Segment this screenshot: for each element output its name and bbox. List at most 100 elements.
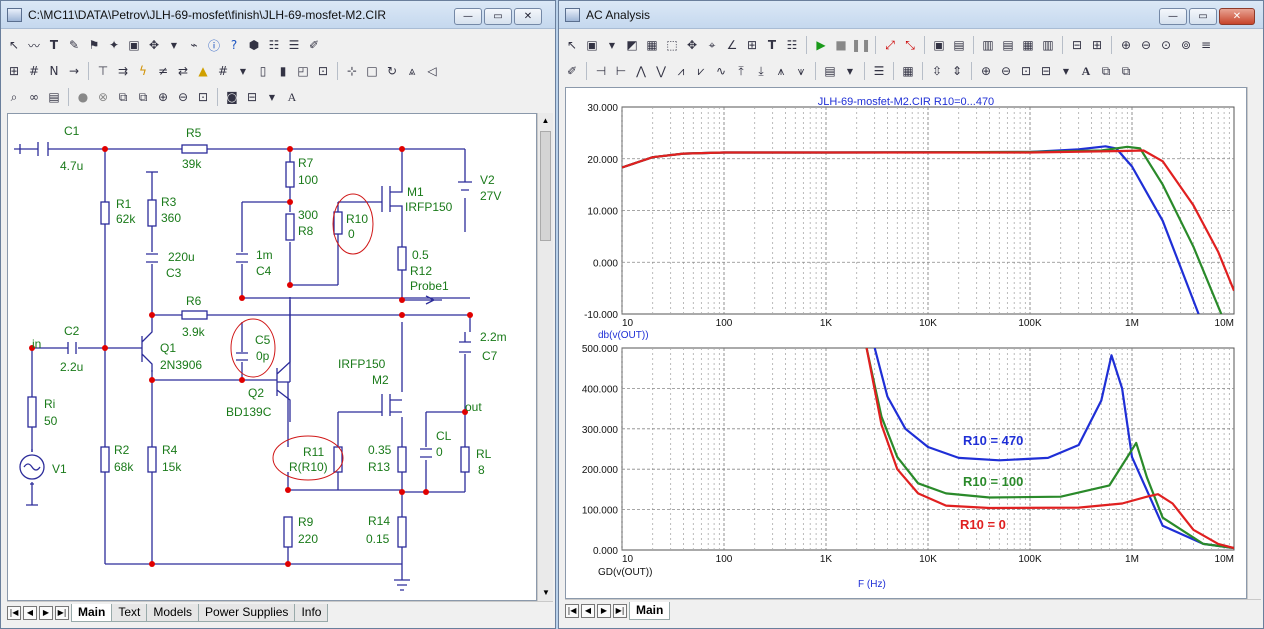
wand-icon[interactable]: ✦ [108,38,120,52]
binoculars-icon[interactable]: ∞ [29,90,39,104]
page-icon[interactable]: ▯ [259,64,267,78]
run-icon[interactable]: ▶ [816,38,826,52]
next-page-icon[interactable]: ▶ [39,605,53,620]
cursor-icon[interactable]: ⌖ [708,37,716,52]
arrows-icon[interactable]: ⇄ [177,64,189,78]
prev-page-icon[interactable]: ◀ [23,605,37,620]
analysis-titlebar[interactable]: AC Analysis — ▭ ✕ [559,1,1263,29]
valley-find-icon[interactable]: ⋁ [656,64,666,78]
close-button[interactable]: ✕ [514,8,542,25]
box2-icon[interactable]: ▤ [953,38,965,52]
table2-icon[interactable]: ▤ [1002,38,1014,52]
analysis-close-button[interactable]: ✕ [1219,8,1255,25]
scroll-up-arrow-icon[interactable]: ▲ [541,116,550,125]
tag-icon[interactable]: ⊞ [746,38,758,52]
cursor-right-icon[interactable]: ⊢ [615,64,627,78]
box-icon[interactable]: ▣ [933,38,945,52]
edit-icon[interactable]: ✐ [566,64,578,78]
zoom-fit-icon[interactable]: ⊡ [197,90,209,104]
paste-icon[interactable]: ⧉ [138,89,148,104]
analysis-prev-page-icon[interactable]: ◀ [581,603,595,618]
maximize-button[interactable]: ▭ [484,8,512,25]
power-icon[interactable]: ⇉ [117,64,129,78]
scroll-down-arrow-icon[interactable]: ▼ [542,588,550,597]
cursor-left-icon[interactable]: ⊣ [595,64,607,78]
pause-icon[interactable]: ❚❚ [850,38,872,52]
table-icon[interactable]: ▥ [982,38,994,52]
wire-mode-icon[interactable]: 〰 [27,38,40,53]
zoom-rect-icon[interactable]: ⬚ [666,38,678,52]
edit-icon[interactable]: ✐ [308,38,320,52]
first-page-icon[interactable]: |◀ [7,605,21,620]
scale-icon[interactable]: ◩ [626,38,638,52]
zoom-in2-icon[interactable]: ⊕ [980,64,992,78]
split2-icon[interactable]: ⊞ [1091,38,1103,52]
high-icon[interactable]: ⩘ [677,63,685,78]
layout-icon[interactable]: ⊟ [246,90,258,104]
bolt2-icon[interactable]: ≠ [157,64,169,78]
info-icon[interactable]: ⓘ [207,38,220,53]
text-mode-icon[interactable]: T [49,38,59,52]
dropdown-icon[interactable]: ▼ [170,40,178,50]
zoom-fit-icon[interactable]: ⊙ [1160,38,1172,52]
grid-icon[interactable]: # [217,64,229,78]
dropdown2-icon[interactable]: ▼ [846,66,854,76]
flip-icon[interactable]: ⩓ [408,63,416,78]
tab-power-supplies[interactable]: Power Supplies [198,603,296,622]
table4-icon[interactable]: ▥ [1042,38,1054,52]
schematic-canvas[interactable]: C1 4.7u R5 39k R1 62k R3 360 220u C3 R7 … [7,113,537,601]
analysis-maximize-button[interactable]: ▭ [1189,8,1217,25]
stop-icon[interactable]: ● [77,90,89,104]
text-icon[interactable]: T [767,38,777,52]
peak-icon[interactable]: ⤢ [885,37,895,52]
table3-icon[interactable]: ▦ [1022,38,1034,52]
dropdown-icon[interactable]: ▼ [608,40,616,50]
probe-mode-icon[interactable]: ⌁ [190,38,198,52]
analysis-next-page-icon[interactable]: ▶ [597,603,611,618]
fit-icon[interactable]: ⇳ [931,64,943,78]
zoom-cursor-icon[interactable]: ⊚ [1180,38,1192,52]
fit2-icon[interactable]: ⇕ [951,64,963,78]
menu-icon[interactable]: ≡ [1200,38,1212,52]
clipboard-icon[interactable]: ▤ [48,90,60,104]
notes-icon[interactable]: ☰ [873,64,885,78]
pin-icon[interactable]: ⊤ [97,64,109,78]
zoom-region-icon[interactable]: ⊡ [1020,64,1032,78]
minimize-button[interactable]: — [454,8,482,25]
list-icon[interactable]: ☰ [288,38,300,52]
find-icon[interactable]: ⌕ [10,89,18,104]
page2-icon[interactable]: ▮ [279,64,287,78]
node-numbers-icon[interactable]: # [28,64,40,78]
peak-find-icon[interactable]: ⋀ [636,64,646,78]
grid-icon[interactable]: ▦ [646,38,658,52]
analysis-last-page-icon[interactable]: ▶| [613,603,627,618]
schematic-titlebar[interactable]: C:\MC11\DATA\Petrov\JLH-69-mosfet\finish… [1,1,555,29]
scroll-thumb[interactable] [540,131,551,241]
top-icon[interactable]: ⩚ [777,63,785,78]
global-low-icon[interactable]: ⤓ [758,63,764,78]
analysis-tab-main[interactable]: Main [629,601,671,620]
slope-icon[interactable]: ∠ [726,38,738,52]
current-icon[interactable]: → [68,64,80,78]
pan-icon[interactable]: ✥ [686,38,698,52]
select-icon[interactable]: ↖ [566,38,578,52]
component-icon[interactable]: ▣ [586,38,598,52]
square-icon[interactable]: □ [366,64,378,78]
clipboard-icon[interactable]: ▤ [824,64,836,78]
pencil-icon[interactable]: ✎ [68,38,80,52]
toolbox-icon[interactable]: ⊡ [317,64,329,78]
font-icon[interactable]: A [287,89,297,104]
analysis-vscrollbar[interactable] [1247,87,1261,599]
dropdown2-icon[interactable]: ▼ [239,66,247,76]
camera-icon[interactable]: ◙ [226,90,238,104]
grid-text-icon[interactable]: ⊞ [8,64,20,78]
mirror-icon[interactable]: ◁ [427,64,437,78]
tab-main[interactable]: Main [71,603,113,622]
properties-icon[interactable]: ☷ [786,38,798,52]
tab-text[interactable]: Text [111,603,148,622]
component-icon[interactable]: ▣ [128,38,140,52]
properties-icon[interactable]: ☷ [268,38,280,52]
zoom-in-icon[interactable]: ⊕ [1120,38,1132,52]
group-icon[interactable]: ⊹ [346,64,358,78]
